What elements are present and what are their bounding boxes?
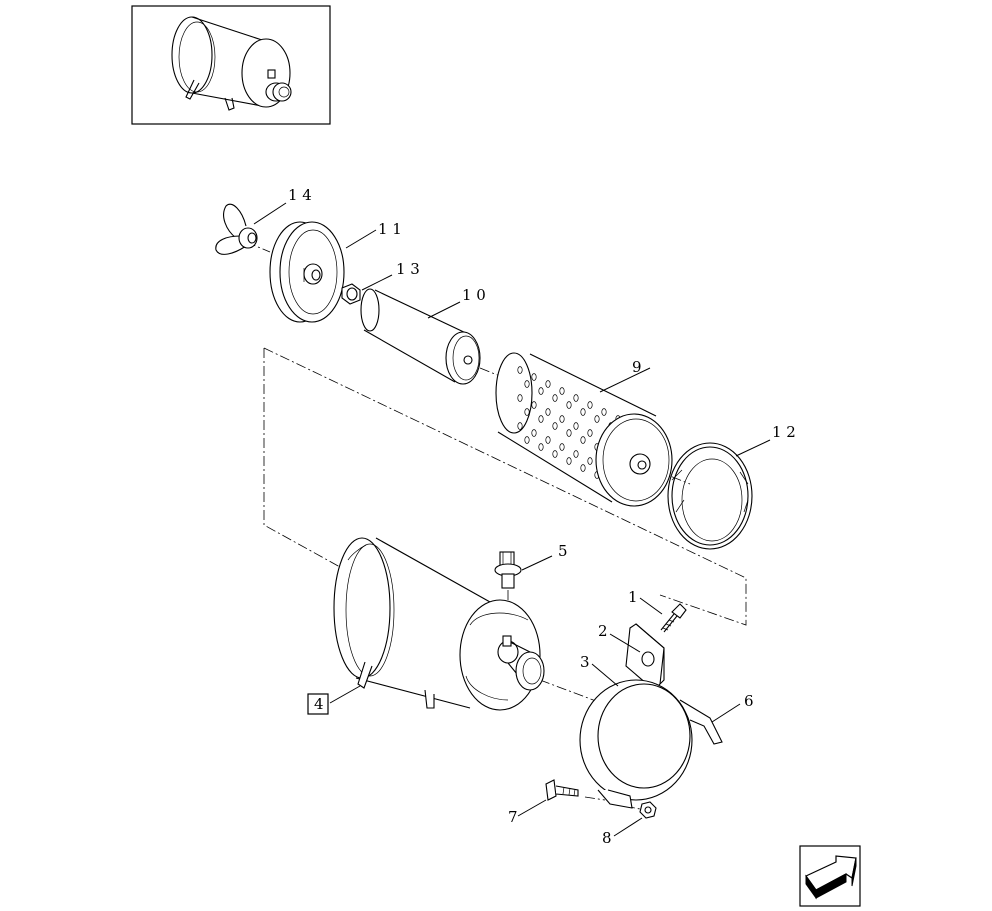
perforation-hole bbox=[573, 450, 579, 458]
perforation-hole bbox=[517, 422, 523, 430]
callout-12: 1 2 bbox=[772, 423, 796, 441]
perforation-hole bbox=[531, 429, 537, 437]
perforation-hole bbox=[559, 443, 565, 451]
perforation-hole bbox=[573, 422, 579, 430]
callout-4: 4 bbox=[314, 695, 324, 713]
callout-3: 3 bbox=[580, 653, 590, 671]
assembly-thumbnail-icon[interactable] bbox=[131, 5, 331, 125]
perforation-hole bbox=[545, 380, 551, 388]
perforation-hole bbox=[545, 436, 551, 444]
callout-7: 7 bbox=[508, 808, 518, 826]
perforation-hole bbox=[524, 408, 530, 416]
perforation-hole bbox=[587, 429, 593, 437]
callout-5: 5 bbox=[558, 542, 568, 560]
mounting-bracket-part[interactable] bbox=[625, 623, 665, 691]
callout-labels: 1 4 1 1 1 3 1 0 9 1 2 5 1 2 3 6 4 7 8 bbox=[288, 186, 796, 847]
perforation-hole bbox=[573, 394, 579, 402]
callout-6: 6 bbox=[744, 692, 754, 710]
callout-1: 1 bbox=[628, 588, 638, 606]
perforation-hole bbox=[531, 373, 537, 381]
perforation-hole bbox=[559, 387, 565, 395]
outer-filter-element-part[interactable] bbox=[495, 352, 673, 507]
perforation-hole bbox=[517, 394, 523, 402]
callout-11: 1 1 bbox=[378, 220, 402, 238]
perforation-hole bbox=[545, 408, 551, 416]
perforation-hole bbox=[524, 380, 530, 388]
valve-part[interactable] bbox=[494, 551, 522, 589]
bolt-lower-part[interactable] bbox=[545, 779, 579, 801]
perforation-hole bbox=[587, 401, 593, 409]
callout-13: 1 3 bbox=[396, 260, 420, 278]
next-page-arrow-icon[interactable] bbox=[799, 845, 861, 907]
perforation-hole bbox=[566, 429, 572, 437]
end-cover-part[interactable] bbox=[269, 221, 345, 323]
callout-9: 9 bbox=[632, 358, 642, 376]
inner-filter-element-part[interactable] bbox=[360, 288, 481, 385]
perforation-hole bbox=[538, 415, 544, 423]
perforation-hole bbox=[552, 450, 558, 458]
perforation-hole bbox=[594, 415, 600, 423]
perforation-hole bbox=[552, 422, 558, 430]
wing-nut-part[interactable] bbox=[215, 203, 258, 255]
perforation-hole bbox=[601, 408, 607, 416]
leader-lines bbox=[253, 202, 771, 837]
perforation-hole bbox=[559, 415, 565, 423]
clamp-band-part[interactable] bbox=[579, 679, 723, 809]
callout-10: 1 0 bbox=[462, 286, 486, 304]
perforation-hole bbox=[566, 457, 572, 465]
perforation-hole bbox=[580, 436, 586, 444]
perforation-hole bbox=[566, 401, 572, 409]
perforation-hole bbox=[587, 457, 593, 465]
perforation-hole bbox=[538, 443, 544, 451]
callout-14: 1 4 bbox=[288, 186, 312, 204]
perforation-hole bbox=[531, 401, 537, 409]
perforation-hole bbox=[538, 387, 544, 395]
callout-2: 2 bbox=[598, 622, 608, 640]
sealing-ring-part[interactable] bbox=[667, 442, 753, 550]
nut-lower-part[interactable] bbox=[639, 801, 657, 819]
callout-8: 8 bbox=[602, 829, 612, 847]
nut-part[interactable] bbox=[341, 283, 361, 305]
perforation-hole bbox=[580, 408, 586, 416]
perforation-hole bbox=[524, 436, 530, 444]
perforation-hole bbox=[517, 366, 523, 374]
perforation-hole bbox=[552, 394, 558, 402]
air-cleaner-housing-part[interactable] bbox=[333, 537, 545, 711]
perforation-hole bbox=[580, 464, 586, 472]
bolt-upper-part[interactable] bbox=[660, 603, 687, 633]
callout-4-box bbox=[307, 693, 329, 715]
